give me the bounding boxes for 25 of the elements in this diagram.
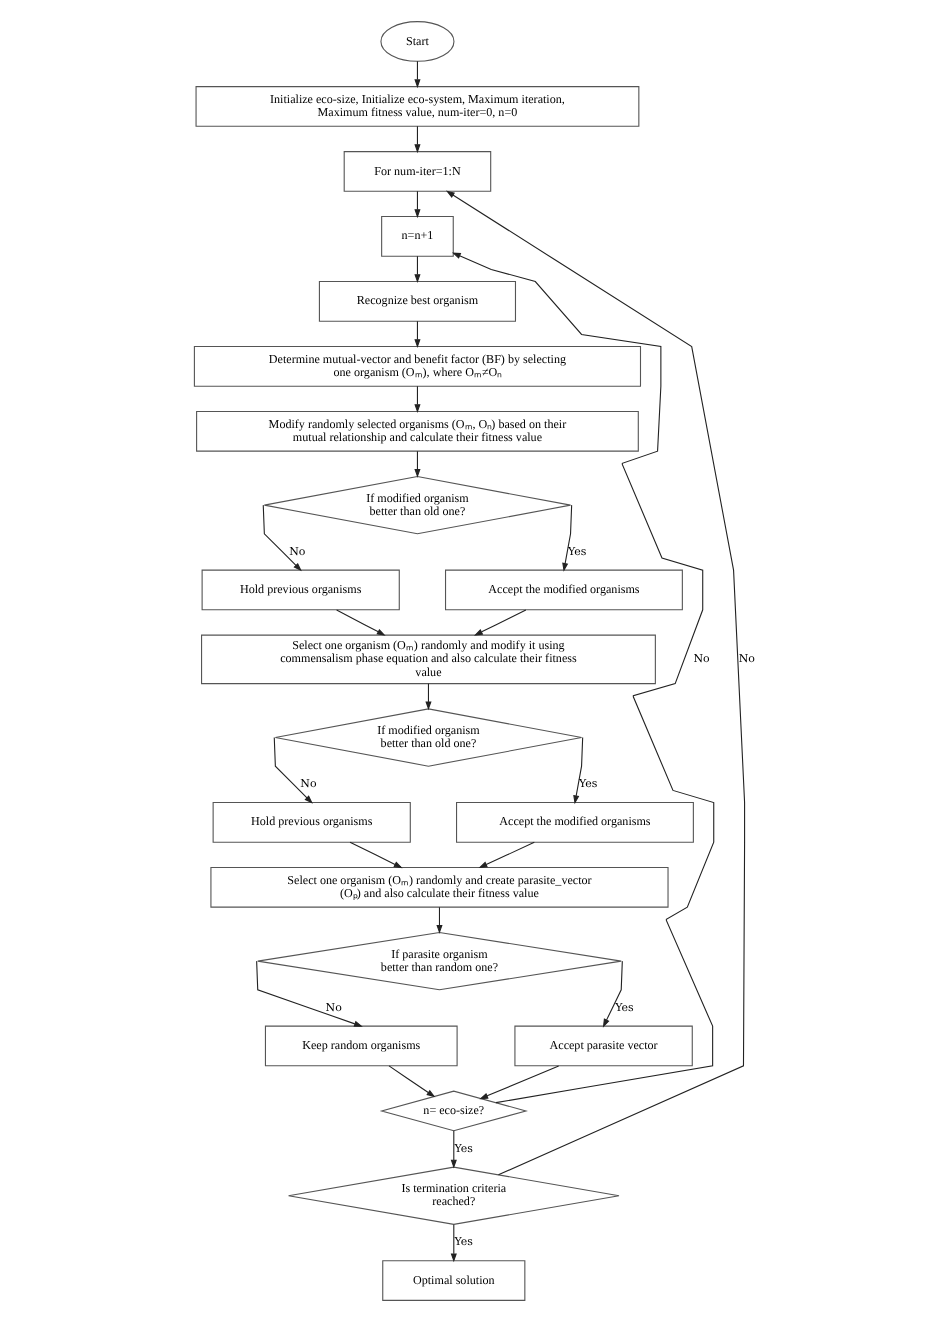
arrow xyxy=(435,906,442,934)
arrow xyxy=(477,841,534,869)
arrow xyxy=(450,252,714,1104)
arrow xyxy=(572,737,583,805)
arrow xyxy=(413,385,420,414)
arrow xyxy=(444,190,745,1176)
arrow xyxy=(387,1065,435,1098)
arrow xyxy=(335,609,385,636)
arrow xyxy=(478,1065,559,1100)
arrow xyxy=(261,504,301,572)
arrow xyxy=(413,255,420,284)
arrow xyxy=(413,190,420,219)
arrow xyxy=(472,609,526,636)
arrow xyxy=(413,60,420,89)
arrow xyxy=(255,960,362,1027)
arrow xyxy=(348,841,402,869)
arrow xyxy=(601,960,622,1028)
arrow xyxy=(413,450,420,478)
arrow xyxy=(424,683,431,711)
arrow xyxy=(413,320,420,349)
arrow xyxy=(561,504,572,572)
arrow xyxy=(272,737,312,804)
arrow xyxy=(413,125,420,154)
arrow xyxy=(449,1130,456,1169)
arrow xyxy=(449,1224,456,1263)
